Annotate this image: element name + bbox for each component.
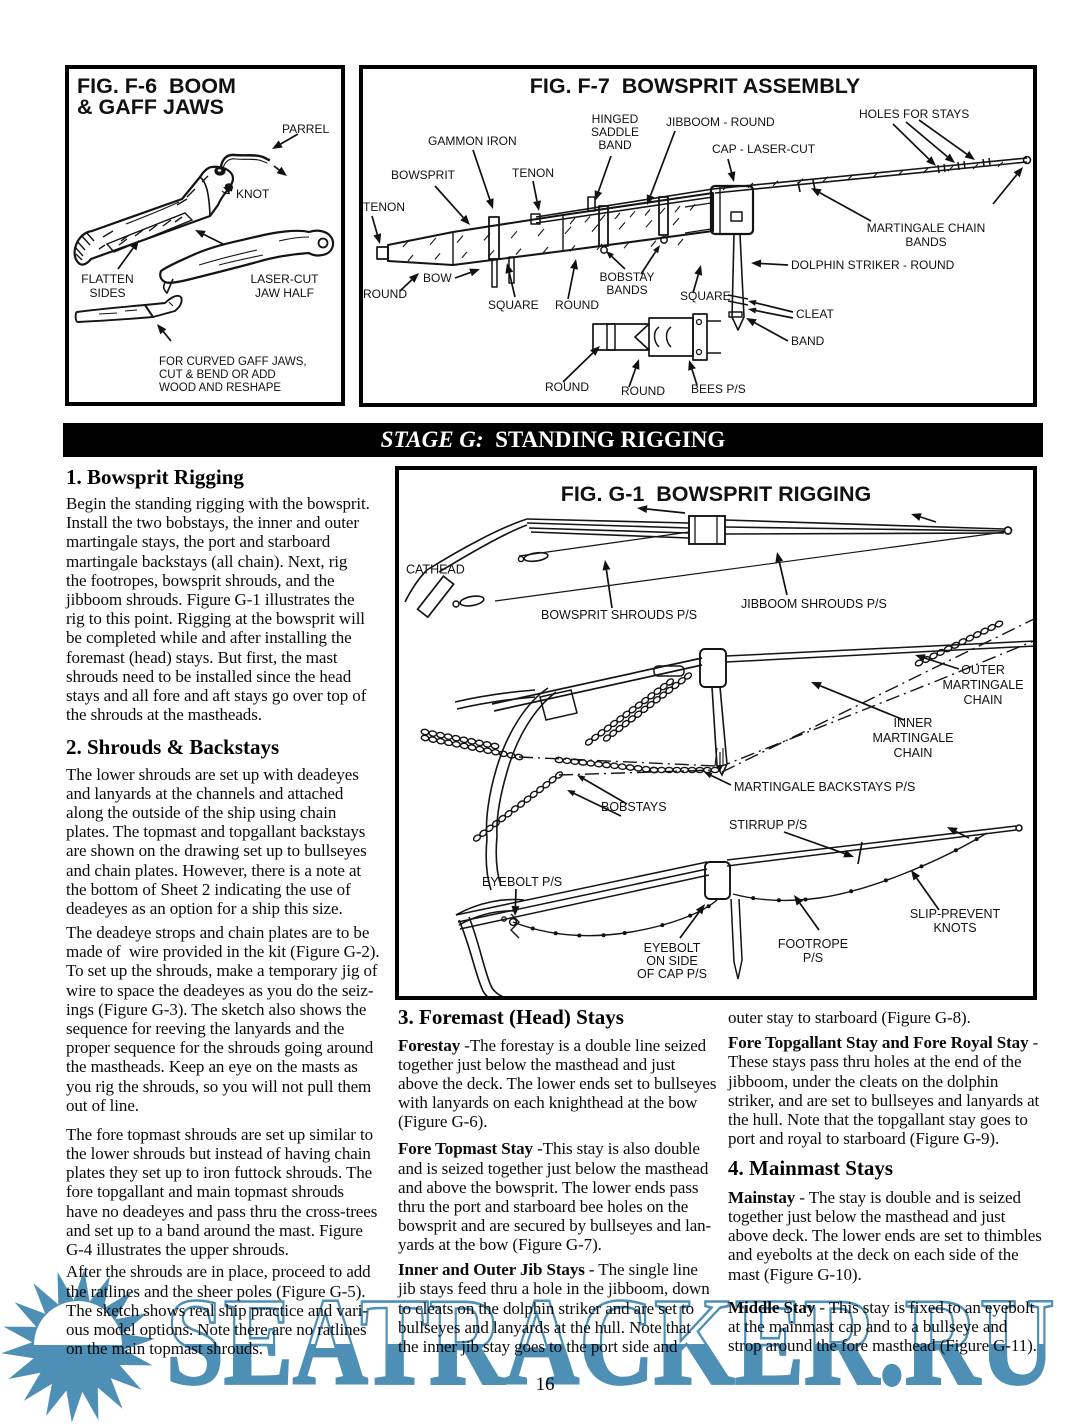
svg-text:TENON: TENON [363,200,405,214]
svg-text:OF CAP P/S: OF CAP P/S [637,967,707,981]
svg-text:BEES P/S: BEES P/S [691,382,746,396]
svg-text:SADDLE: SADDLE [591,125,639,139]
svg-text:SQUARE: SQUARE [680,289,731,303]
svg-text:ROUND: ROUND [363,287,407,301]
svg-text:BAND: BAND [598,138,632,152]
svg-text:FLATTEN: FLATTEN [81,272,133,286]
svg-text:CLEAT: CLEAT [796,307,834,321]
svg-text:STIRRUP P/S: STIRRUP P/S [729,818,807,832]
svg-text:GAMMON IRON: GAMMON IRON [428,134,517,148]
svg-text:BOWSPRIT: BOWSPRIT [391,168,456,182]
svg-text:PARREL: PARREL [282,122,329,136]
svg-text:& GAFF JAWS: & GAFF JAWS [77,95,224,119]
svg-text:TENON: TENON [512,166,554,180]
svg-text:FIG. G-1 BOWSPRIT RIGGING: FIG. G-1 BOWSPRIT RIGGING [561,482,872,506]
svg-text:BOBSTAY: BOBSTAY [600,270,655,284]
svg-text:SQUARE: SQUARE [488,298,539,312]
svg-text:ROUND: ROUND [621,384,665,398]
svg-text:BOW: BOW [423,271,452,285]
svg-text:FOOTROPE: FOOTROPE [778,937,848,951]
svg-text:EYEBOLT: EYEBOLT [644,941,701,955]
svg-text:CAP - LASER-CUT: CAP - LASER-CUT [712,142,816,156]
svg-text:BANDS: BANDS [905,235,946,249]
svg-text:FOR CURVED GAFF JAWS,: FOR CURVED GAFF JAWS, [159,356,307,368]
svg-text:JIBBOOM SHROUDS P/S: JIBBOOM SHROUDS P/S [741,597,887,611]
svg-text:ON SIDE: ON SIDE [646,954,697,968]
svg-text:CUT & BEND OR ADD: CUT & BEND OR ADD [159,369,276,381]
svg-text:BOWSPRIT SHROUDS P/S: BOWSPRIT SHROUDS P/S [541,608,697,622]
svg-text:BOBSTAYS: BOBSTAYS [601,800,667,814]
svg-text:KNOTS: KNOTS [933,921,976,935]
svg-text:SEATRACKER.RU: SEATRACKER.RU [166,1273,1055,1411]
svg-text:HOLES FOR STAYS: HOLES FOR STAYS [859,107,969,121]
svg-text:MARTINGALE: MARTINGALE [942,678,1023,692]
svg-text:ROUND: ROUND [555,298,599,312]
svg-text:BAND: BAND [791,334,825,348]
svg-text:OUTER: OUTER [961,663,1005,677]
svg-text:MARTINGALE CHAIN: MARTINGALE CHAIN [867,221,985,235]
svg-text:SEATRACKER.RU: SEATRACKER.RU [166,1273,1055,1411]
svg-text:P/S: P/S [803,951,823,965]
svg-text:DOLPHIN STRIKER - ROUND: DOLPHIN STRIKER - ROUND [791,258,955,272]
svg-text:INNER: INNER [894,716,933,730]
svg-text:MARTINGALE BACKSTAYS P/S: MARTINGALE BACKSTAYS P/S [734,780,915,794]
svg-text:FIG. F-7 BOWSPRIT ASSEMBLY: FIG. F-7 BOWSPRIT ASSEMBLY [530,74,861,98]
svg-text:WOOD AND RESHAPE: WOOD AND RESHAPE [159,382,281,394]
svg-text:JAW HALF: JAW HALF [255,286,314,300]
svg-text:KNOT: KNOT [236,187,270,201]
svg-text:JIBBOOM - ROUND: JIBBOOM - ROUND [666,115,775,129]
svg-text:ROUND: ROUND [545,380,589,394]
svg-text:EYEBOLT P/S: EYEBOLT P/S [482,875,562,889]
svg-text:LASER-CUT: LASER-CUT [250,272,319,286]
svg-text:CATHEAD: CATHEAD [406,563,465,577]
svg-text:BANDS: BANDS [606,283,647,297]
svg-text:CHAIN: CHAIN [964,693,1003,707]
svg-text:MARTINGALE: MARTINGALE [872,731,953,745]
svg-text:FIG. F-6 BOOM: FIG. F-6 BOOM [77,74,236,98]
svg-text:HINGED: HINGED [592,112,639,126]
svg-text:SLIP-PREVENT: SLIP-PREVENT [910,907,1001,921]
svg-text:CHAIN: CHAIN [894,746,933,760]
svg-text:SIDES: SIDES [89,286,125,300]
